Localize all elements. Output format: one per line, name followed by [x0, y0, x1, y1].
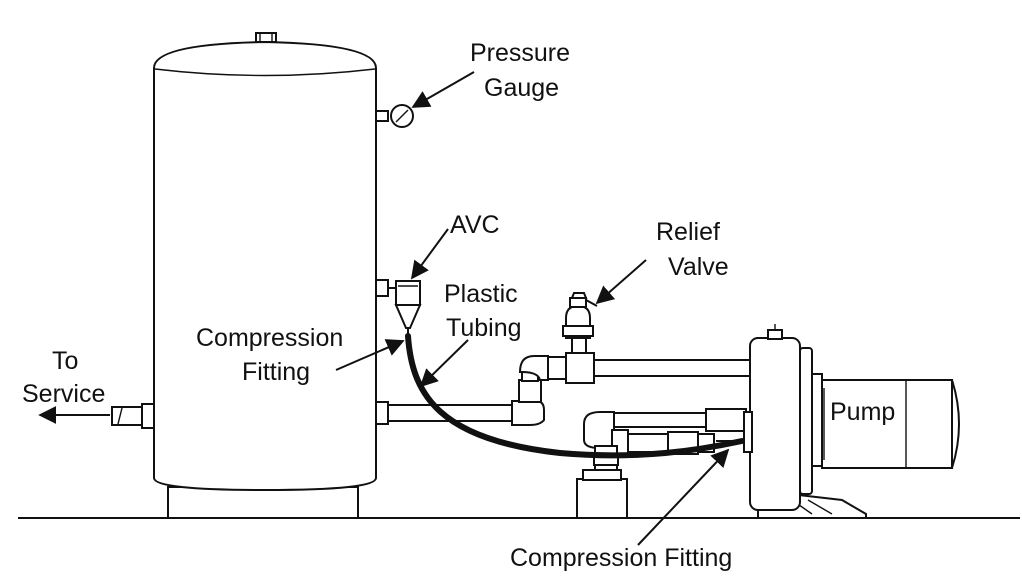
label-compression-tank-2: Fitting [242, 358, 310, 386]
service-outlet-pipe [111, 403, 155, 429]
plastic-tubing-leader [419, 339, 469, 388]
label-tubing: Tubing [446, 314, 522, 342]
relief-valve-icon [562, 292, 598, 339]
compression-fitting-tank-leader [335, 339, 405, 371]
pressure-gauge-icon [375, 104, 414, 128]
avc-device [375, 279, 422, 338]
relief-valve-leader [595, 259, 647, 305]
label-service: Service [22, 380, 105, 408]
pump-icon [743, 324, 960, 519]
pressure-gauge-leader [411, 71, 475, 108]
compression-fitting-pump-leader [637, 448, 730, 546]
tank-to-pump-pipe [375, 337, 751, 426]
label-relief: Relief [656, 218, 720, 246]
label-compression-tank-1: Compression [196, 324, 343, 352]
label-valve: Valve [668, 253, 729, 281]
avc-leader [410, 228, 449, 280]
plastic-tubing [405, 333, 745, 459]
label-pressure: Pressure [470, 39, 570, 67]
label-gauge: Gauge [484, 74, 559, 102]
label-plastic: Plastic [444, 280, 518, 308]
label-compression-pump: Compression Fitting [510, 544, 732, 572]
label-pump: Pump [830, 398, 895, 426]
label-avc: AVC [450, 211, 500, 239]
pressure-tank [153, 32, 377, 519]
suction-pipe [576, 408, 748, 519]
label-to: To [52, 347, 78, 375]
